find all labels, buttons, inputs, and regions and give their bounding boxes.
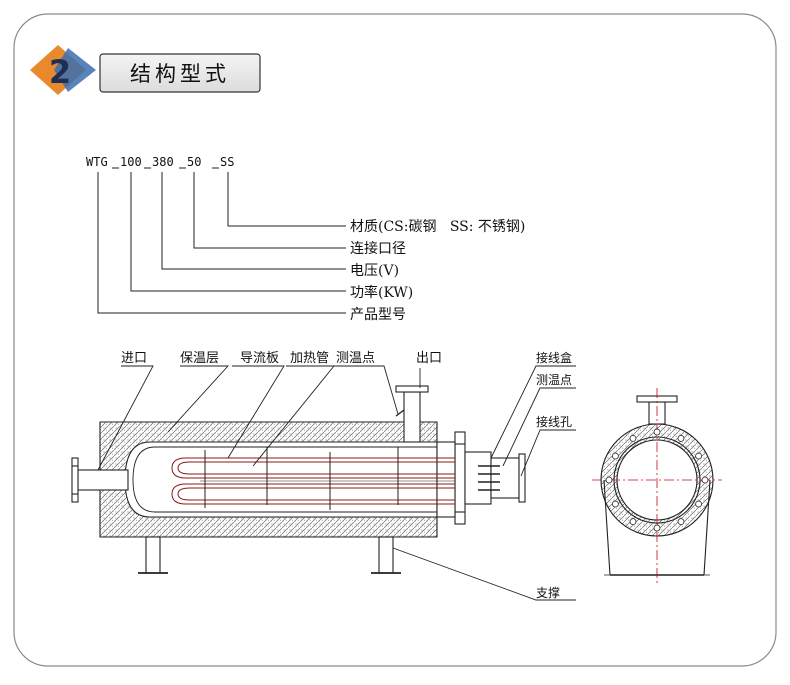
bolt-hole — [629, 518, 637, 525]
bolt-hole — [653, 428, 661, 436]
page-frame — [13, 13, 777, 667]
legend-product: 产品型号 — [350, 307, 406, 323]
end-view-bolts — [605, 428, 709, 532]
bolt-hole — [695, 500, 702, 508]
label-inlet: 进口 — [121, 351, 147, 366]
code-legend: 材质(CS:碳钢 SS: 不锈钢) 连接口径 电压(V) 功率(KW) 产品型号 — [350, 219, 525, 323]
heating-tubes — [171, 457, 455, 505]
label-wiring-hole: 接线孔 — [536, 414, 572, 429]
section-header: 2 结构型式 — [30, 45, 261, 95]
outlet-flange — [395, 385, 429, 393]
section-title: 结构型式 — [130, 62, 230, 86]
heater-end-view — [592, 388, 722, 585]
drawing-leaders — [97, 365, 576, 601]
code-segment-power: 100 — [120, 155, 142, 169]
legend-power: 功率(KW) — [350, 284, 413, 301]
label-baffle: 导流板 — [240, 351, 279, 366]
baffles — [204, 447, 399, 510]
section-title-box — [99, 53, 261, 93]
bolt-hole — [677, 518, 685, 525]
legend-diameter: 连接口径 — [350, 240, 406, 257]
vessel-body — [124, 441, 438, 518]
terminal-head — [464, 451, 492, 505]
junction-box — [490, 457, 520, 499]
bolt-hole — [605, 476, 613, 484]
label-temp-point-top: 测温点 — [336, 351, 375, 366]
section-number: 2 — [49, 53, 71, 91]
label-temp-point-side: 测温点 — [536, 373, 572, 387]
model-code: WTG 100 380 50 SS — [86, 155, 234, 169]
code-segment-product: WTG — [86, 155, 108, 169]
bolt-hole — [653, 524, 661, 532]
inlet-flange — [71, 457, 79, 503]
code-segment-diameter: 50 — [187, 155, 201, 169]
inlet-pipe — [77, 469, 129, 491]
label-outlet: 出口 — [416, 351, 442, 366]
bolt-hole — [612, 500, 619, 508]
label-junction-box: 接线盒 — [536, 350, 572, 365]
bolt-hole — [701, 476, 709, 484]
legend-voltage: 电压(V) — [350, 263, 399, 279]
body-flange — [454, 431, 466, 525]
section-number-icon: 2 — [30, 45, 96, 95]
drawing-labels: 进口 保温层 导流板 加热管 测温点 出口 接线盒 测温点 接线孔 支撑 — [121, 350, 572, 600]
bolt-hole — [695, 452, 702, 460]
label-support: 支撑 — [536, 585, 560, 600]
label-heating-tube: 加热管 — [290, 351, 329, 366]
outlet-pipe — [403, 391, 421, 443]
bolt-hole — [677, 434, 685, 442]
legend-material: 材质(CS:碳钢 SS: 不锈钢) — [350, 219, 525, 235]
label-insulation: 保温层 — [180, 351, 219, 366]
code-segment-material: SS — [220, 155, 234, 169]
code-leaders — [97, 167, 346, 314]
heater-side-view — [71, 385, 526, 574]
code-segment-voltage: 380 — [152, 155, 174, 169]
bolt-hole — [629, 434, 637, 442]
bolt-hole — [612, 452, 619, 460]
support-legs — [138, 536, 401, 574]
